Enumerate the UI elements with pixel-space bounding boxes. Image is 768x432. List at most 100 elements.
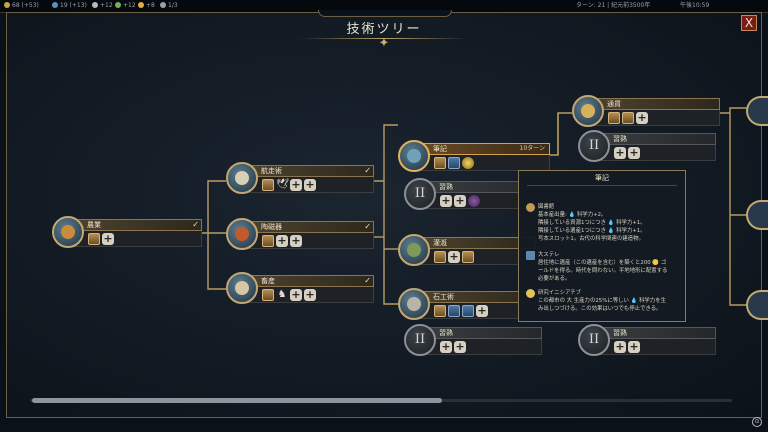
offscreen-tech-node[interactable] <box>746 290 768 320</box>
tech-node-agriculture[interactable]: 農業✓ + <box>52 216 202 249</box>
library-icon <box>526 203 535 212</box>
scrollbar-thumb[interactable] <box>32 398 442 403</box>
tech-name: 灌漑 <box>433 239 447 247</box>
close-button[interactable]: X <box>741 15 757 31</box>
wonder-icon[interactable] <box>462 251 474 263</box>
tech-name: 習熟 <box>439 183 453 191</box>
animal-husbandry-icon <box>226 272 258 304</box>
agriculture-icon <box>52 216 84 248</box>
plus-icon[interactable]: + <box>440 194 452 207</box>
offscreen-tech-node[interactable] <box>746 200 768 230</box>
tech-tooltip: 筆記 図書館 基本産出量: 💧 科学力+2。 隣接している資源1つにつき 💧 科… <box>518 170 686 322</box>
plus-icon[interactable]: + <box>290 288 302 301</box>
tech-node-animal-husbandry[interactable]: 畜産✓ ♞++ <box>226 272 376 305</box>
tech-node-mastery-currency[interactable]: 習熟 ++ II <box>578 130 718 162</box>
tech-name: 畜産 <box>261 277 275 285</box>
tooltip-section-initiative: 研究イニシアチブ この都市の 大 生産力の25%に等しい 💧 科学力を生 み出し… <box>526 289 679 313</box>
plus-icon[interactable]: + <box>614 340 626 353</box>
plus-icon[interactable]: + <box>454 194 466 207</box>
tech-node-pottery[interactable]: 陶磁器 ✓ ++ <box>226 218 376 251</box>
obelisk-icon[interactable] <box>448 305 460 317</box>
plus-icon[interactable]: + <box>628 340 640 353</box>
quarry-icon[interactable] <box>434 305 446 317</box>
title-divider <box>300 38 468 39</box>
harbor-icon[interactable] <box>262 179 274 191</box>
tech-node-writing[interactable]: 筆記 10ターン <box>398 140 552 173</box>
tech-node-sailing[interactable]: 航走術✓ 🕊++ <box>226 162 376 195</box>
tech-node-mastery-masonry[interactable]: 習熟 ++ II <box>404 324 544 356</box>
plus-icon[interactable]: + <box>448 250 460 263</box>
settlement-count[interactable]: 1/3 <box>160 0 178 12</box>
stele-icon <box>526 251 535 260</box>
tooltip-text: 研究イニシアチブ この都市の 大 生産力の25%に等しい 💧 科学力を生 み出し… <box>538 290 666 312</box>
mastery-numeral: II <box>578 130 610 162</box>
tech-name: 通貨 <box>607 100 621 108</box>
science-resource[interactable]: 19 (+13) <box>52 0 87 12</box>
tech-name: 陶磁器 <box>261 223 282 231</box>
tech-node-masonry[interactable]: 石工術 + <box>398 288 546 321</box>
tooltip-section-library: 図書館 基本産出量: 💧 科学力+2。 隣接している資源1つにつき 💧 科学力+… <box>526 203 679 243</box>
pasture-icon[interactable] <box>262 289 274 301</box>
bird-icon[interactable]: 🕊 <box>276 179 289 190</box>
currency-icon <box>572 95 604 127</box>
clock: 午後10:59 <box>680 2 710 9</box>
horse-icon[interactable]: ♞ <box>277 289 287 300</box>
stele-icon[interactable] <box>448 157 460 169</box>
plus-icon[interactable]: + <box>290 234 302 247</box>
plus-icon[interactable]: + <box>304 178 316 191</box>
plus-icon[interactable]: + <box>476 304 488 317</box>
researched-check-icon: ✓ <box>364 222 371 231</box>
plus-icon[interactable]: + <box>276 234 288 247</box>
plus-icon[interactable]: + <box>636 111 648 124</box>
turn-info: ターン: 21 | 紀元前3500年 <box>576 2 651 9</box>
tech-name: 習熟 <box>439 329 453 337</box>
eureka-icon[interactable] <box>462 157 474 169</box>
science-icon <box>52 2 58 8</box>
tech-node-irrigation[interactable]: 灌漑 + <box>398 234 546 267</box>
plus-icon[interactable]: + <box>102 232 114 245</box>
codex-icon[interactable] <box>468 195 480 207</box>
plus-icon[interactable]: + <box>454 340 466 353</box>
researched-check-icon: ✓ <box>364 166 371 175</box>
plus-icon[interactable]: + <box>440 340 452 353</box>
settlement-icon <box>160 2 166 8</box>
plus-icon[interactable]: + <box>304 288 316 301</box>
mastery-numeral: II <box>404 324 436 356</box>
tooltip-text: 大ステレ 居住地に遺産（この遺産を含む）を築くと200 🪙 ゴ ールドを得る。時… <box>538 252 668 282</box>
gold-resource[interactable]: +8 <box>138 0 155 12</box>
irrigation-icon <box>398 234 430 266</box>
tech-name: 習熟 <box>613 329 627 337</box>
tech-name: 航走術 <box>261 167 282 175</box>
tech-node-currency[interactable]: 通貨 + <box>572 95 722 128</box>
garden-icon[interactable] <box>434 251 446 263</box>
happiness-icon <box>115 2 121 8</box>
culture-resource[interactable]: +12 <box>92 0 113 12</box>
bank-icon[interactable] <box>622 112 634 124</box>
tech-name: 習熟 <box>613 135 627 143</box>
plus-icon[interactable]: + <box>614 146 626 159</box>
researched-check-icon: ✓ <box>192 220 199 229</box>
library-icon[interactable] <box>434 157 446 169</box>
ornament-icon: ✦ <box>378 36 390 51</box>
researched-check-icon: ✓ <box>364 276 371 285</box>
tooltip-text: 図書館 基本産出量: 💧 科学力+2。 隣接している資源1つにつき 💧 科学力+… <box>538 204 646 242</box>
tech-name: 筆記 <box>433 145 447 153</box>
pottery-icon <box>226 218 258 250</box>
corner-settings-icon[interactable]: ⊙ <box>752 417 762 427</box>
tech-node-mastery-bottom[interactable]: 習熟 ++ II <box>578 324 718 356</box>
food-resource[interactable]: 68 (+53) <box>4 0 39 12</box>
happiness-resource[interactable]: +12 <box>115 0 136 12</box>
masonry-icon <box>398 288 430 320</box>
granary-icon[interactable] <box>262 235 274 247</box>
market-icon[interactable] <box>608 112 620 124</box>
plus-icon[interactable]: + <box>628 146 640 159</box>
farm-icon[interactable] <box>88 233 100 245</box>
food-icon <box>4 2 10 8</box>
research-turns: 10ターン <box>519 145 545 152</box>
offscreen-tech-node[interactable] <box>746 96 768 126</box>
tooltip-section-stele: 大ステレ 居住地に遺産（この遺産を含む）を築くと200 🪙 ゴ ールドを得る。時… <box>526 251 679 283</box>
pyramid-icon[interactable] <box>462 305 474 317</box>
eureka-icon <box>526 289 535 298</box>
plus-icon[interactable]: + <box>290 178 302 191</box>
